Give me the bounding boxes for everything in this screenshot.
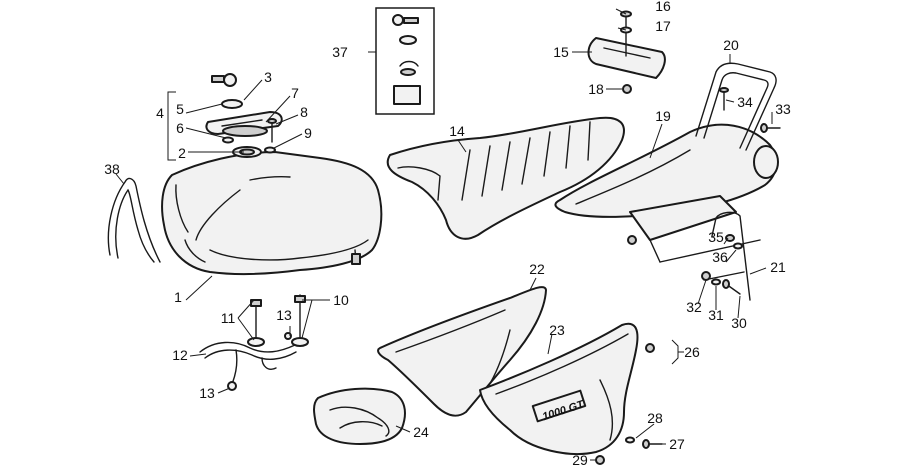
callout-8: 8: [300, 104, 308, 120]
callout-10: 10: [333, 292, 349, 308]
part-8-screw: [267, 118, 277, 143]
part-34-rail-bolt: [719, 87, 729, 111]
callout-13-upper: 13: [276, 307, 292, 323]
part-10-fuel-tap-filter: [291, 294, 309, 347]
part-20-grab-rail: [695, 62, 777, 151]
callout-2: 2: [178, 145, 186, 161]
part-18-nut: [622, 84, 632, 94]
callout-12: 12: [172, 347, 188, 363]
part-1-fuel-tank: [161, 151, 383, 276]
callout-28: 28: [647, 410, 663, 426]
part-2-filler-ring: [232, 146, 262, 158]
callout-29: 29: [572, 452, 588, 468]
callout-27: 27: [669, 436, 685, 452]
callout-37: 37: [332, 44, 348, 60]
callout-1: 1: [174, 289, 182, 305]
part-28-washer: [625, 436, 635, 444]
part-29-grommet: [595, 455, 605, 465]
part-36-washer: [733, 242, 743, 250]
callout-24: 24: [413, 424, 429, 440]
callout-19: 19: [655, 108, 671, 124]
callout-4: 4: [156, 105, 164, 121]
callout-26: 26: [684, 344, 700, 360]
part-38-trim-strip: [107, 177, 161, 263]
callout-30: 30: [731, 315, 747, 331]
callout-6: 6: [176, 120, 184, 136]
part-37-lock-set-box: [375, 7, 435, 115]
part-27-screw: [642, 439, 663, 449]
part-24-seat-cover: [313, 387, 406, 445]
callout-31: 31: [708, 307, 724, 323]
part-35-bolt: [725, 234, 735, 242]
callout-23: 23: [549, 322, 565, 338]
part-23-side-panel-right: [479, 322, 639, 455]
callout-17: 17: [655, 18, 671, 34]
part-32-nut: [701, 271, 711, 281]
callout-38: 38: [104, 161, 120, 177]
callout-32: 32: [686, 299, 702, 315]
part-14-seat: [386, 116, 625, 240]
callout-34: 34: [737, 94, 753, 110]
callout-15: 15: [553, 44, 569, 60]
callout-13-lower: 13: [199, 385, 215, 401]
callout-33: 33: [775, 101, 791, 117]
callout-21: 21: [770, 259, 786, 275]
callout-14: 14: [449, 123, 465, 139]
part-21-support-bracket: [703, 211, 751, 301]
part-6-washer: [222, 136, 234, 144]
part-30-bolt: [722, 279, 741, 295]
callout-18: 18: [588, 81, 604, 97]
part-19-tail-fairing: [554, 123, 779, 218]
part-15-tail-tray: [587, 37, 666, 79]
callout-3: 3: [264, 69, 272, 85]
part-31-washer: [711, 278, 721, 286]
part-7-cap-gasket: [222, 125, 268, 137]
callout-9: 9: [304, 125, 312, 141]
callout-labels: 1 2 3 4 5 6 7 8 9 10 11 12 13 13 14 15 1…: [104, 0, 791, 468]
part-9-washer: [264, 146, 276, 154]
callout-16: 16: [655, 0, 671, 14]
callout-22: 22: [529, 261, 545, 277]
callout-5: 5: [176, 101, 184, 117]
part-26-fastener: [627, 235, 655, 353]
callout-36: 36: [712, 249, 728, 265]
leader-lines: [115, 8, 773, 461]
part-22-side-panel-left: [377, 286, 547, 417]
part-12-fuel-hose: [199, 341, 297, 385]
callout-20: 20: [723, 37, 739, 53]
callout-35: 35: [708, 229, 724, 245]
part-5-lock-key: [211, 73, 243, 109]
callout-7: 7: [291, 85, 299, 101]
part-33-bolt: [760, 123, 781, 133]
part-11-fuel-tap: [247, 299, 265, 347]
callout-11: 11: [221, 310, 236, 326]
